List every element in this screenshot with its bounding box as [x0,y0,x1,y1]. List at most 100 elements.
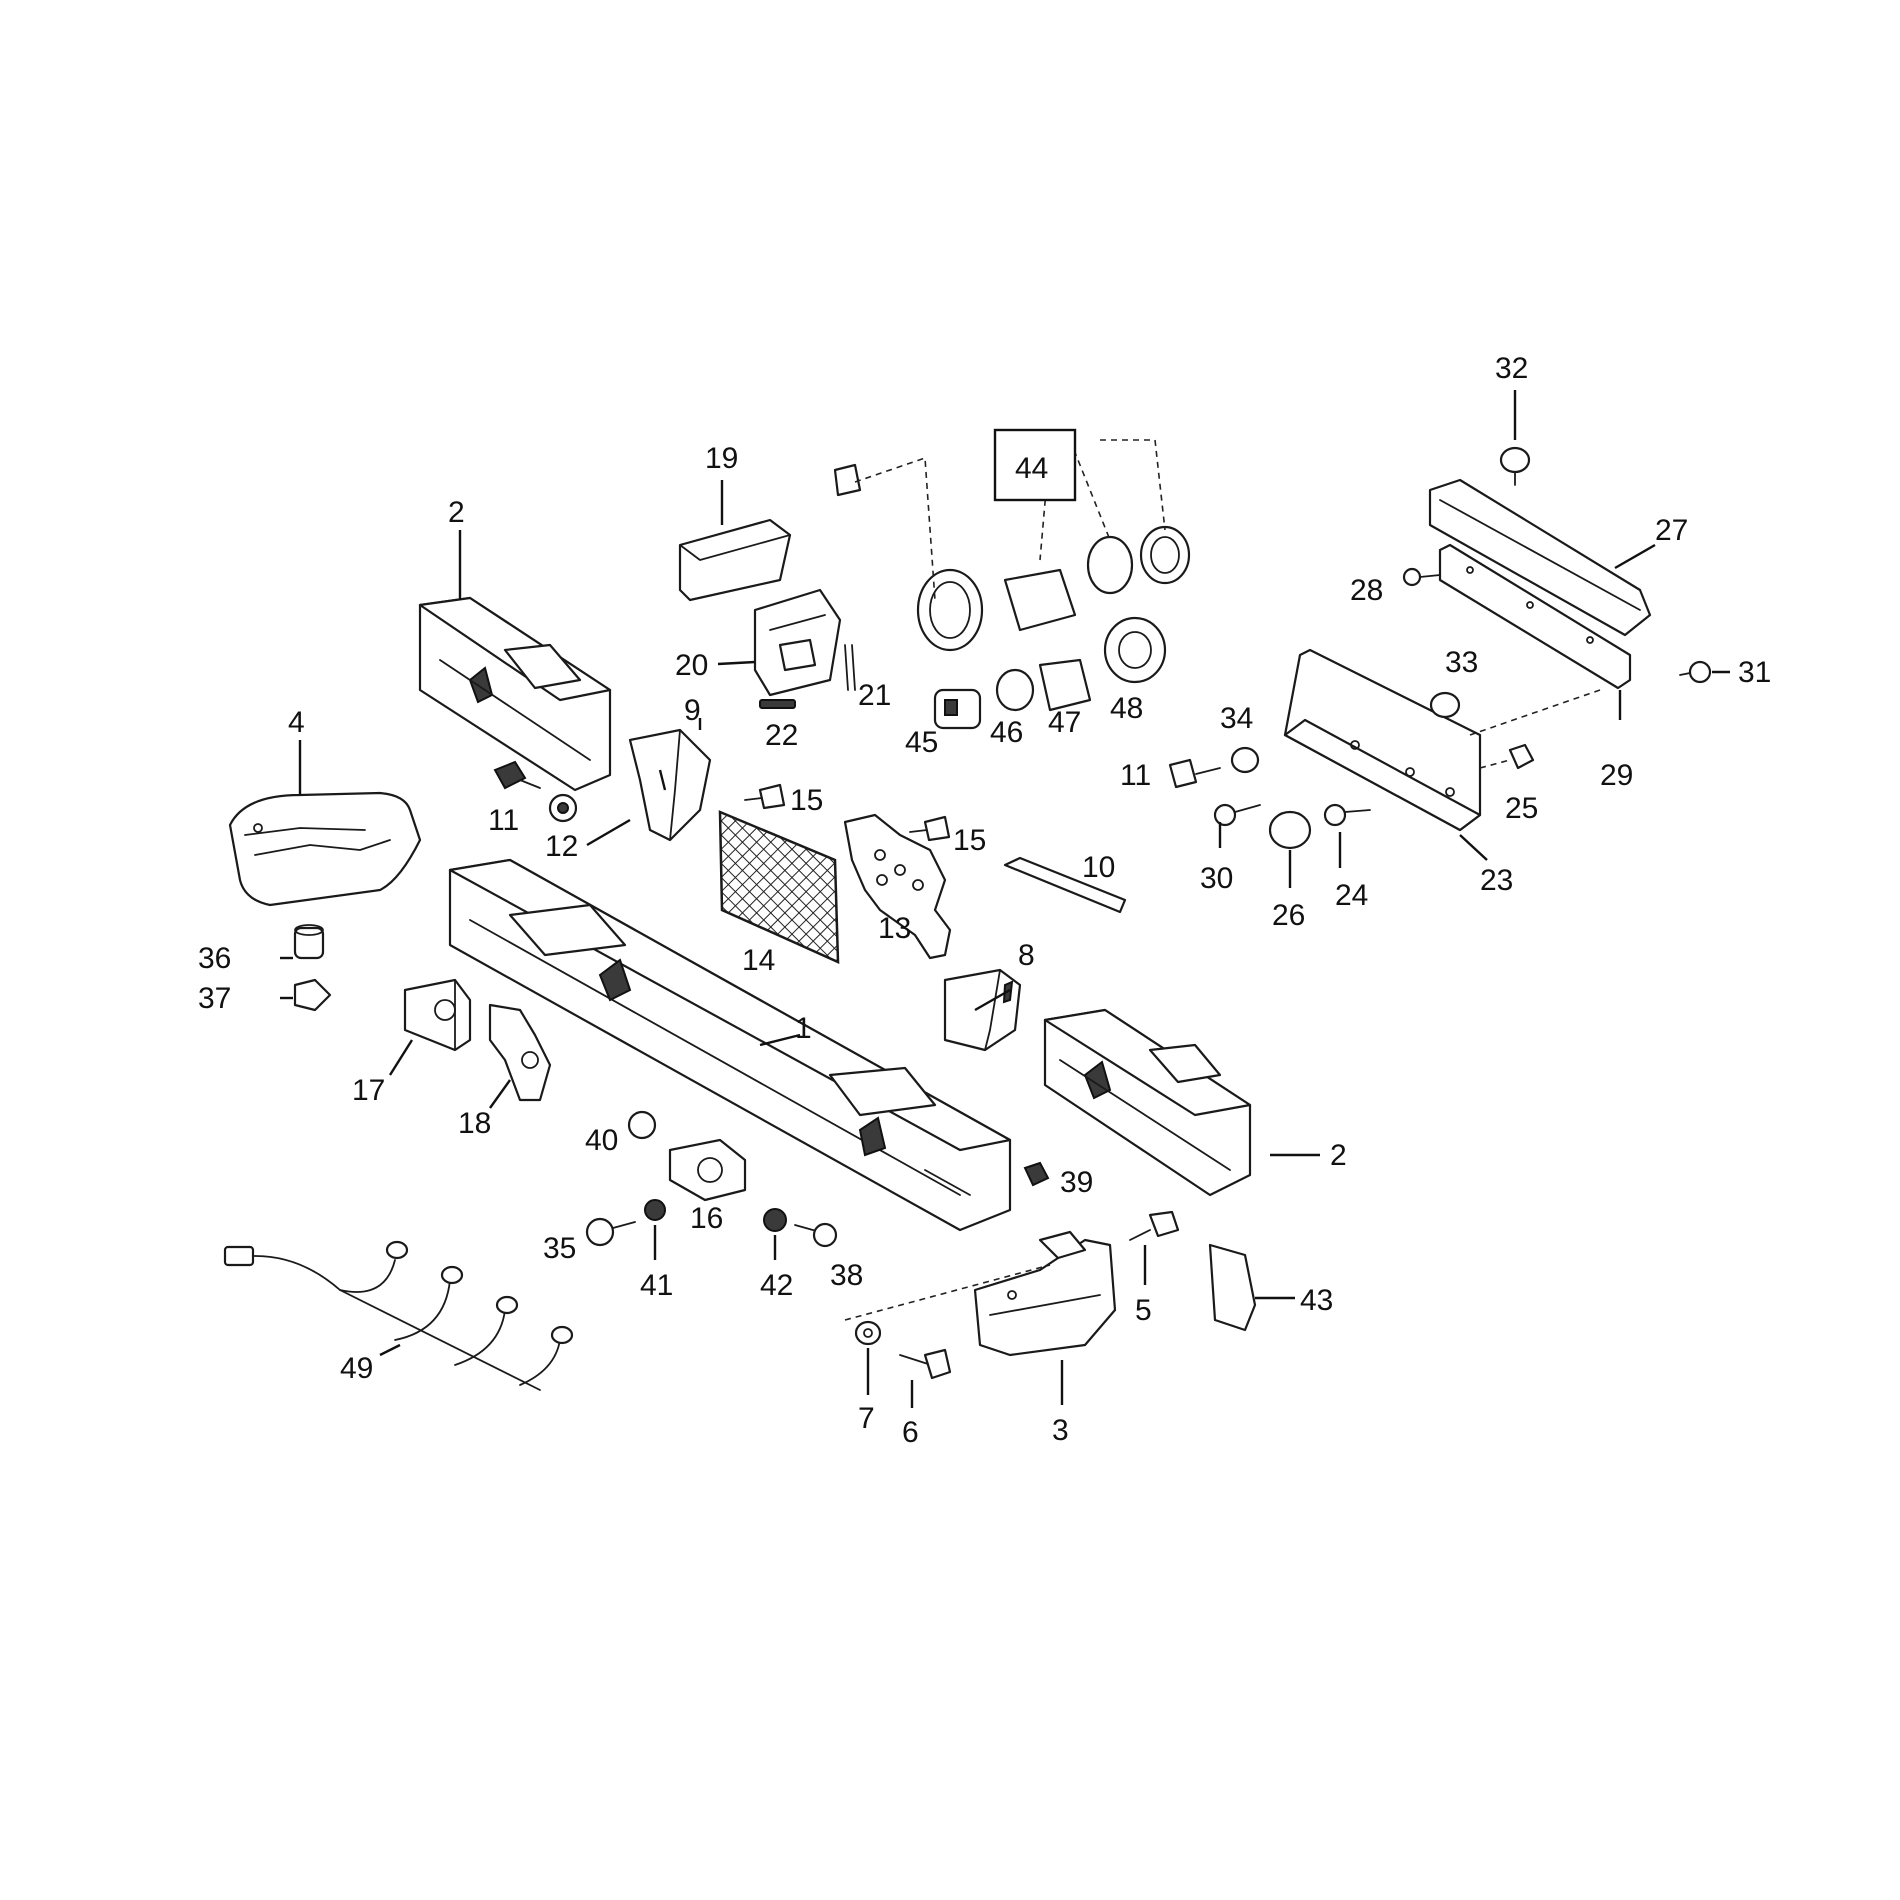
part-32-bolt [1499,446,1531,486]
callout-32: 32 [1495,352,1528,385]
part-38-bolt [794,1222,838,1248]
part-6-bolt [899,1348,952,1380]
part-34-nut [1230,746,1260,774]
part-42-washer [763,1208,787,1232]
part-2-end-bracket-lower [1043,1008,1252,1197]
part-19-control-module [678,518,792,602]
callout-40: 40 [585,1124,618,1157]
part-4-end-cap-left [228,791,422,907]
callout-12: 12 [545,830,578,863]
callout-25: 25 [1505,792,1538,825]
part-1-bumper-bar [448,858,1012,1232]
part-29-step-rail [1438,543,1632,690]
group-44-box [993,428,1077,502]
callout-17: 17 [352,1074,385,1107]
part-15-screw-a [744,783,786,810]
callout-19: 19 [705,442,738,475]
callout-6: 6 [902,1416,919,1449]
part-21-pin [844,644,856,691]
part-33-washer [1429,691,1461,719]
callout-23: 23 [1480,864,1513,897]
part-24-screw [1323,803,1371,827]
leader-lines [280,390,1730,1408]
callout-9: 9 [684,694,701,727]
part-15-screw-b [909,815,951,842]
callout-27: 27 [1655,514,1688,547]
part-18-bracket [488,1003,552,1102]
part-20-housing [753,588,842,697]
callout-8: 8 [1018,939,1035,972]
callout-15-b: 15 [953,824,986,857]
callout-29: 29 [1600,759,1633,792]
callout-16: 16 [690,1202,723,1235]
part-13-mounting-plate [843,813,952,960]
part-30-screw [1213,803,1261,827]
part-45-plug [933,688,982,730]
callout-20: 20 [675,649,708,682]
callout-22: 22 [765,719,798,752]
part-16-bracket [668,1138,747,1202]
callout-2-lower: 2 [1330,1139,1347,1172]
callout-37: 37 [198,982,231,1015]
callout-18: 18 [458,1107,491,1140]
part-41-washer [644,1199,666,1221]
part-37-nut [293,978,332,1012]
part-25-nut [1508,743,1535,770]
callout-15-a: 15 [790,784,823,817]
part-5-bolt [1129,1210,1180,1241]
part-11-bolt-left [493,760,541,790]
callout-7: 7 [858,1402,875,1435]
part-8-block [943,968,1022,1052]
callout-3: 3 [1052,1414,1069,1447]
callout-35: 35 [543,1232,576,1265]
callout-44: 44 [1015,452,1048,485]
callout-21: 21 [858,679,891,712]
callout-30: 30 [1200,862,1233,895]
callout-41: 41 [640,1269,673,1302]
callout-24: 24 [1335,879,1368,912]
callout-26: 26 [1272,899,1305,932]
callout-28: 28 [1350,574,1383,607]
callout-13: 13 [878,912,911,945]
part-22-connector [759,699,796,709]
part-49-wiring-harness [223,1240,574,1391]
dashed-connector-lines [844,439,1601,1321]
part-23-angle-plate [1283,648,1482,832]
callout-33: 33 [1445,646,1478,679]
part-12-washer [548,793,578,823]
part-17-bracket [403,978,472,1052]
callout-31: 31 [1738,656,1771,689]
callout-2-upper: 2 [448,496,465,529]
callout-1: 1 [795,1012,812,1045]
part-28-screw [1402,567,1441,587]
callout-43: 43 [1300,1284,1333,1317]
callout-39: 39 [1060,1166,1093,1199]
callout-36: 36 [198,942,231,975]
part-14-mesh-grille [718,810,840,964]
callout-46: 46 [990,716,1023,749]
callout-49: 49 [340,1352,373,1385]
part-11-bolt-right [1168,758,1221,789]
callout-47: 47 [1048,706,1081,739]
part-27-top-rail [1428,478,1652,637]
part-44-hitch-receiver-group [833,463,1191,652]
part-48-socket [1103,616,1167,684]
callout-14: 14 [742,944,775,977]
part-10-strip [1003,856,1127,914]
part-35-bolt [585,1217,636,1247]
part-47-clip [1038,658,1092,712]
part-9-bracket [628,728,712,842]
callout-10: 10 [1082,851,1115,884]
callout-42: 42 [760,1269,793,1302]
part-43-cover-plate [1208,1243,1257,1332]
part-39-nut [1023,1161,1050,1187]
part-7-washer [854,1320,882,1346]
callout-11-right: 11 [1120,759,1151,792]
part-2-end-bracket-upper [418,596,612,792]
part-46-ring [995,668,1035,712]
callout-38: 38 [830,1259,863,1292]
part-3-end-cap-right [973,1230,1117,1357]
part-40-washer [627,1110,657,1140]
callout-45: 45 [905,726,938,759]
